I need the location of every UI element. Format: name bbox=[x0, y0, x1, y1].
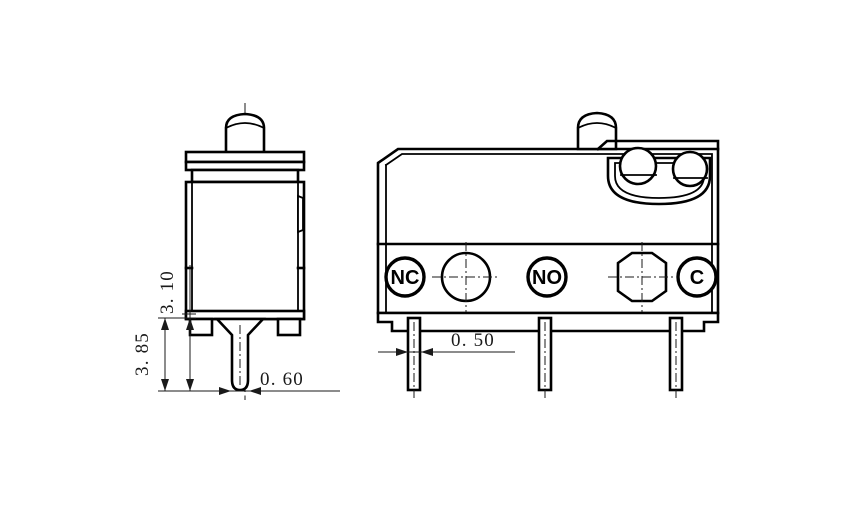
dim-060-arrow-left bbox=[219, 387, 231, 395]
side-terminal-pins bbox=[406, 316, 684, 398]
dim-050-arrow-right bbox=[421, 348, 433, 356]
plunger-body bbox=[224, 112, 266, 159]
dim-060-arrow-right bbox=[249, 387, 261, 395]
terminal-no: NO bbox=[526, 256, 568, 298]
terminal-no-circle bbox=[526, 256, 568, 298]
terminal-nc-circle bbox=[384, 256, 426, 298]
side-housing-inner bbox=[384, 153, 713, 314]
terminal-markings: NC NO bbox=[384, 242, 718, 312]
dim-060-text: 0. 60 bbox=[260, 369, 304, 390]
side-pin-3 bbox=[668, 316, 684, 398]
side-hole-octagon bbox=[608, 242, 676, 312]
dim-050-text: 0. 50 bbox=[451, 330, 495, 351]
terminal-nc: NC bbox=[384, 256, 426, 298]
dimension-3-10: 3. 10 bbox=[157, 265, 196, 391]
front-side-tab bbox=[297, 194, 304, 234]
dim-310-arrow-bottom bbox=[186, 379, 194, 391]
terminal-c-label: C bbox=[690, 267, 704, 289]
dim-310-text: 3. 10 bbox=[157, 270, 178, 314]
front-body bbox=[184, 180, 306, 321]
dim-385-arrow-bottom bbox=[161, 379, 169, 391]
dim-385-text: 3. 85 bbox=[132, 332, 153, 376]
side-plunger-body bbox=[576, 111, 618, 151]
side-plunger bbox=[576, 111, 618, 151]
dimension-3-85: 3. 85 bbox=[132, 317, 266, 392]
front-foot-right bbox=[276, 317, 302, 337]
side-top-step bbox=[596, 139, 720, 151]
side-plunger-dome-line bbox=[576, 122, 618, 130]
side-hole-round bbox=[432, 242, 500, 312]
terminal-c-circle bbox=[676, 256, 718, 298]
side-rivet-assembly bbox=[606, 146, 712, 206]
dim-050-arrow-left bbox=[396, 348, 408, 356]
dim-310-arrow-top bbox=[186, 318, 194, 330]
terminal-no-label: NO bbox=[532, 267, 562, 289]
front-plunger bbox=[224, 112, 266, 159]
side-view: NC NO bbox=[376, 111, 720, 398]
dimension-0-60: 0. 60 bbox=[185, 369, 340, 395]
rivet-hole-left bbox=[618, 146, 658, 186]
side-pin-2 bbox=[537, 316, 553, 398]
terminal-nc-label: NC bbox=[391, 267, 420, 289]
dimension-0-50: 0. 50 bbox=[378, 330, 515, 356]
front-top-band-2 bbox=[190, 168, 300, 184]
rivet-hole-right bbox=[671, 150, 709, 188]
front-top-cap bbox=[184, 150, 306, 164]
terminal-c: C bbox=[676, 256, 718, 298]
side-pin-1 bbox=[406, 316, 422, 398]
front-view: 3. 85 3. 10 0. 60 bbox=[132, 103, 340, 400]
plunger-dome-line bbox=[224, 122, 266, 130]
dim-385-arrow-top bbox=[161, 318, 169, 330]
front-foot-left bbox=[188, 317, 214, 337]
